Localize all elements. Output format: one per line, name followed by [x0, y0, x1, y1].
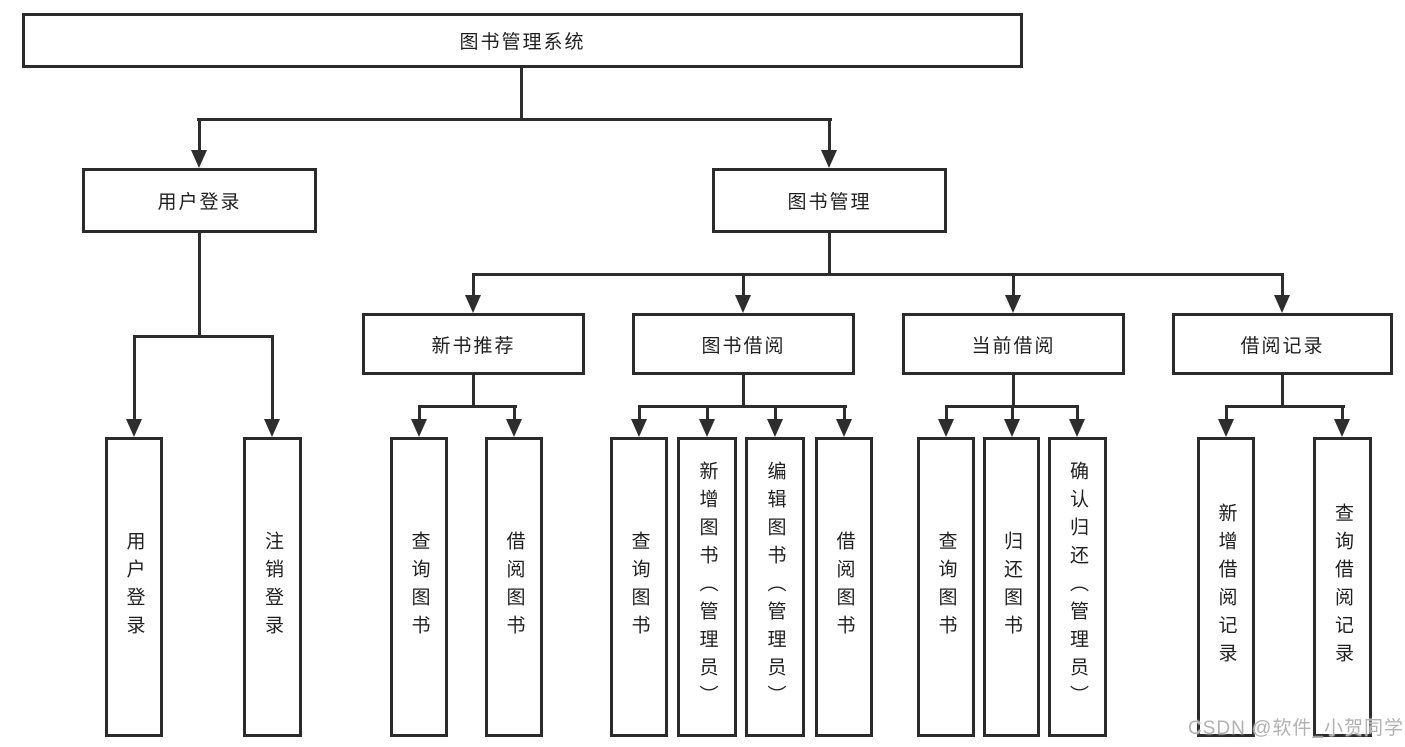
connector-drop-cb-search: [945, 405, 948, 421]
arrowhead-bb-add: [699, 419, 715, 437]
arrowhead-current-borrow: [1005, 295, 1021, 313]
leaf-user-login: 用户登录: [105, 437, 163, 737]
arrowhead-leaf-user-login: [126, 419, 142, 437]
arrowhead-new-book: [465, 295, 481, 313]
node-label: 当前借阅: [971, 335, 1056, 357]
connector-drop-cb-confirm: [1076, 405, 1079, 421]
leaf-bb-add-books-admin: 新增图书（管理员）: [677, 437, 737, 737]
connector-drop-br-add: [1225, 405, 1228, 421]
leaf-label: 查询图书: [408, 531, 430, 643]
connector-bookborrow-rail: [638, 405, 847, 408]
arrowhead-bb-search: [631, 419, 647, 437]
node-borrowing-records: 借阅记录: [1172, 313, 1393, 375]
connector-newbook-rail: [418, 405, 517, 408]
connector-bookborrow-stem: [742, 375, 745, 407]
leaf-bb-search-books: 查询图书: [610, 437, 668, 737]
connector-drop-bb-search: [638, 405, 641, 421]
arrowhead-borrow-record: [1274, 295, 1290, 313]
leaf-label: 查询借阅记录: [1332, 503, 1353, 671]
arrowhead-book-borrow: [735, 295, 751, 313]
leaf-label: 归还图书: [1001, 531, 1022, 643]
arrowhead-br-search: [1334, 419, 1350, 437]
leaf-nb-borrow-books: 借阅图书: [485, 437, 543, 737]
connector-drop-book-management: [828, 118, 831, 152]
node-label: 图书借阅: [701, 335, 786, 357]
connector-drop-new-book: [472, 273, 475, 297]
leaf-bb-edit-books-admin: 编辑图书（管理员）: [745, 437, 805, 737]
connector-drop-bb-add: [706, 405, 709, 421]
arrowhead-nb-search: [411, 419, 427, 437]
connector-drop-user-login: [198, 118, 201, 152]
arrowhead-cb-return: [1004, 419, 1020, 437]
connector-newbook-stem: [472, 375, 475, 407]
node-label: 图书管理: [787, 192, 872, 213]
leaf-label: 查询图书: [935, 531, 957, 643]
leaf-label: 借阅图书: [503, 531, 525, 643]
arrowhead-cb-search: [938, 419, 954, 437]
connector-drop-nb-search: [418, 405, 421, 421]
node-new-book-recommend: 新书推荐: [362, 313, 585, 375]
arrowhead-user-login: [191, 150, 207, 168]
leaf-label: 用户登录: [123, 531, 145, 643]
node-current-borrowing: 当前借阅: [902, 313, 1125, 375]
connector-borrowrecord-stem: [1281, 375, 1284, 407]
leaf-label: 查询图书: [628, 531, 650, 643]
connector-root-stem: [520, 68, 523, 120]
connector-currentborrow-stem: [1012, 375, 1015, 407]
node-user-login: 用户登录: [82, 168, 317, 233]
csdn-watermark: CSDN @软件_小贺同学: [1188, 718, 1404, 739]
arrowhead-bb-borrow: [836, 419, 852, 437]
connector-drop-bb-edit: [774, 405, 777, 421]
connector-bookmgmt-stem: [828, 233, 831, 275]
connector-drop-leaf-user-login: [133, 335, 136, 421]
node-library-system: 图书管理系统: [22, 13, 1023, 68]
arrowhead-leaf-logout: [264, 419, 280, 437]
leaf-label: 借阅图书: [833, 531, 855, 643]
leaf-label: 新增图书（管理员）: [696, 461, 718, 713]
leaf-label: 确认归还（管理员）: [1067, 461, 1088, 713]
connector-drop-current-borrow: [1012, 273, 1015, 297]
connector-userlogin-rail: [133, 335, 274, 338]
node-book-borrowing: 图书借阅: [632, 313, 855, 375]
leaf-nb-search-books: 查询图书: [390, 437, 448, 737]
arrowhead-nb-borrow: [506, 419, 522, 437]
node-label: 图书管理系统: [459, 32, 586, 53]
connector-userlogin-stem: [198, 233, 201, 337]
leaf-label: 编辑图书（管理员）: [764, 461, 786, 713]
connector-root-rail: [197, 118, 832, 121]
connector-drop-cb-return: [1011, 405, 1014, 421]
node-label: 借阅记录: [1240, 335, 1325, 357]
connector-drop-bb-borrow: [843, 405, 846, 421]
connector-drop-book-borrow: [742, 273, 745, 297]
leaf-cb-confirm-return-admin: 确认归还（管理员）: [1048, 437, 1107, 737]
connector-drop-leaf-logout: [271, 335, 274, 421]
node-book-management: 图书管理: [712, 168, 947, 233]
connector-borrowrecord-rail: [1225, 405, 1345, 408]
leaf-cb-return-books: 归还图书: [983, 437, 1040, 737]
leaf-br-add-record: 新增借阅记录: [1197, 437, 1255, 737]
node-label: 用户登录: [157, 192, 242, 213]
leaf-label: 注销登录: [262, 531, 283, 643]
node-label: 新书推荐: [431, 335, 516, 357]
connector-drop-borrow-record: [1281, 273, 1284, 297]
arrowhead-br-add: [1218, 419, 1234, 437]
arrowhead-book-management: [821, 150, 837, 168]
leaf-br-search-record: 查询借阅记录: [1313, 437, 1372, 737]
leaf-logout: 注销登录: [243, 437, 302, 737]
connector-bookmgmt-rail: [472, 273, 1284, 276]
arrowhead-cb-confirm: [1069, 419, 1085, 437]
arrowhead-bb-edit: [767, 419, 783, 437]
connector-drop-nb-borrow: [513, 405, 516, 421]
connector-drop-br-search: [1341, 405, 1344, 421]
leaf-label: 新增借阅记录: [1215, 503, 1237, 671]
leaf-bb-borrow-books: 借阅图书: [815, 437, 873, 737]
leaf-cb-search-books: 查询图书: [917, 437, 975, 737]
